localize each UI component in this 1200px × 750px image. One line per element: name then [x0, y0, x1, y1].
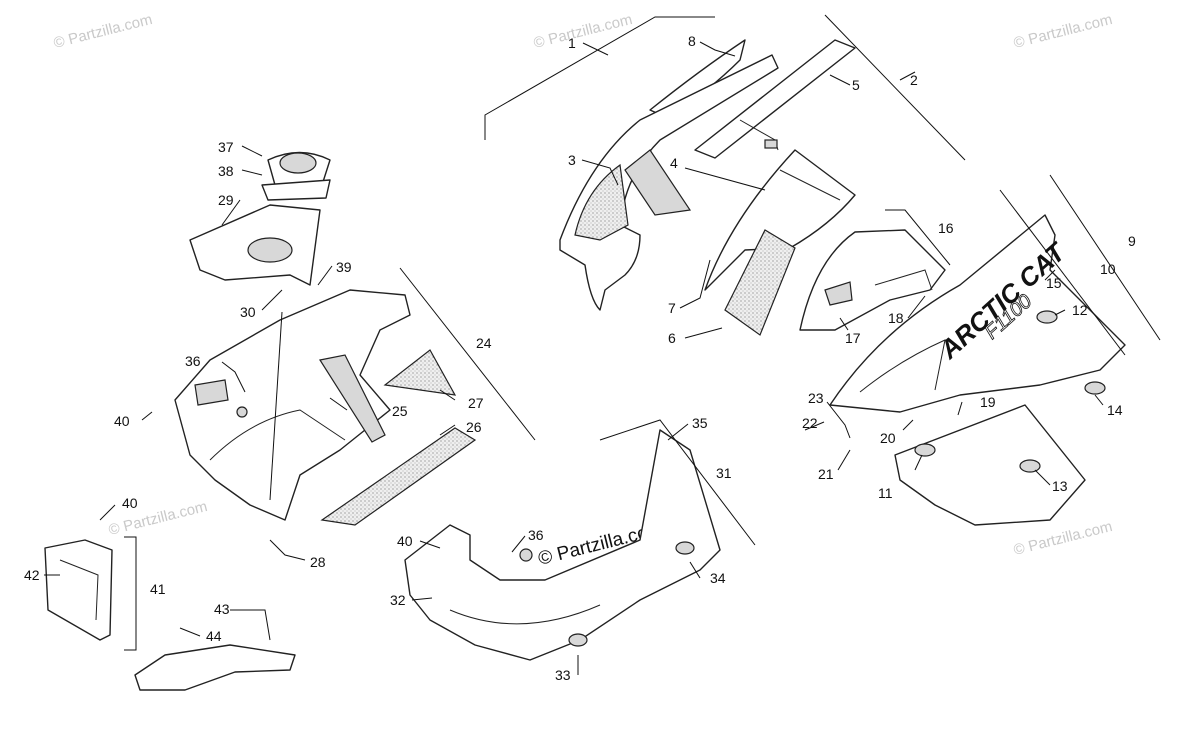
callout-6: 6	[668, 330, 676, 346]
callout-40-pan: 40	[114, 413, 130, 429]
callout-24: 24	[476, 335, 492, 351]
part-belly-pan-24	[174, 289, 411, 521]
callout-9: 9	[1128, 233, 1136, 249]
watermark-top-left: © Partzilla.com	[52, 11, 154, 52]
callout-14: 14	[1107, 402, 1123, 418]
part-pad-26	[320, 427, 477, 526]
callout-40-scoop: 40	[122, 495, 138, 511]
callouts: 1 2 3 4 5 6 7 8 9 10 11 12 13 14 15 16 1…	[24, 33, 1136, 683]
callout-4: 4	[670, 155, 678, 171]
callout-19: 19	[980, 394, 996, 410]
part-lower-panel-13	[894, 404, 1086, 526]
callout-26: 26	[466, 419, 482, 435]
watermark-bottom-right: © Partzilla.com	[1012, 518, 1114, 559]
callout-18: 18	[888, 310, 904, 326]
callout-2: 2	[910, 72, 918, 88]
callout-7: 7	[668, 300, 676, 316]
callout-28: 28	[310, 554, 326, 570]
part-pad-6	[724, 229, 796, 336]
callout-21: 21	[818, 466, 834, 482]
callout-27: 27	[468, 395, 484, 411]
callout-31: 31	[716, 465, 732, 481]
part-trim-5	[694, 39, 856, 159]
callout-12: 12	[1072, 302, 1088, 318]
callout-1: 1	[568, 35, 576, 51]
callout-3: 3	[568, 152, 576, 168]
callout-13: 13	[1052, 478, 1068, 494]
callout-37: 37	[218, 139, 234, 155]
part-trim-43	[134, 644, 296, 691]
callout-39: 39	[336, 259, 352, 275]
callout-16: 16	[938, 220, 954, 236]
callout-22: 22	[802, 415, 818, 431]
callout-43: 43	[214, 601, 230, 617]
part-gauge-housing-16	[799, 229, 946, 331]
part-nose-31	[404, 429, 721, 661]
callout-36-nose: 36	[528, 527, 544, 543]
leader-lines	[44, 14, 1161, 675]
watermark-top-center: © Partzilla.com	[532, 11, 634, 52]
callout-30: 30	[240, 304, 256, 320]
part-filter-plate-37	[261, 151, 331, 201]
callout-36-pan: 36	[185, 353, 201, 369]
part-scoop-41	[44, 539, 113, 641]
callout-10: 10	[1100, 261, 1116, 277]
callout-8: 8	[688, 33, 696, 49]
part-hood-panel-3	[559, 54, 779, 311]
callout-44: 44	[206, 628, 222, 644]
callout-11: 11	[878, 485, 893, 501]
part-pad-27	[383, 349, 457, 396]
callout-33: 33	[555, 667, 571, 683]
callout-34: 34	[710, 570, 726, 586]
part-windshield-4	[704, 149, 856, 291]
callout-32: 32	[390, 592, 406, 608]
callout-29: 29	[218, 192, 234, 208]
callout-25: 25	[392, 403, 408, 419]
callout-20: 20	[880, 430, 896, 446]
callout-17: 17	[845, 330, 861, 346]
callout-23: 23	[808, 390, 824, 406]
watermark-top-right: © Partzilla.com	[1012, 11, 1114, 52]
callout-35: 35	[692, 415, 708, 431]
callout-15: 15	[1046, 275, 1062, 291]
callout-40-nose: 40	[397, 533, 413, 549]
callout-41: 41	[150, 581, 166, 597]
callout-42: 42	[24, 567, 40, 583]
callout-5: 5	[852, 77, 860, 93]
callout-38: 38	[218, 163, 234, 179]
part-bracket-29	[189, 204, 321, 286]
